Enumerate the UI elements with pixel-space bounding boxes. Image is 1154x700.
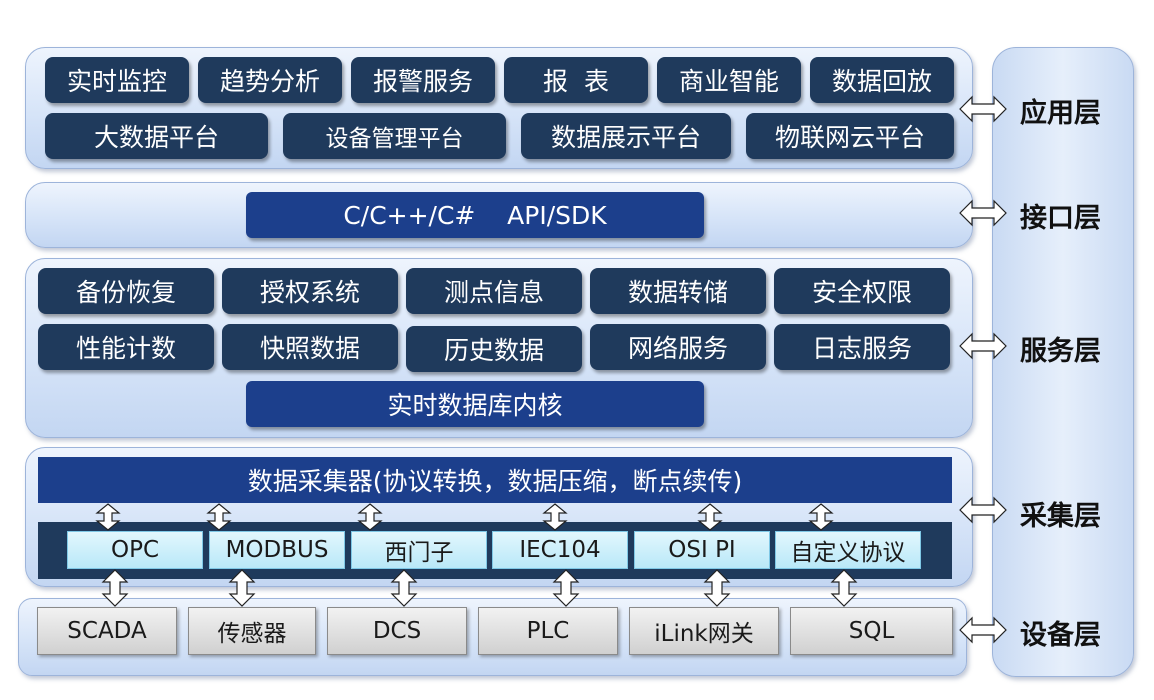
app-item-alarm-service: 报警服务 xyxy=(351,57,495,103)
service-item-network-service: 网络服务 xyxy=(590,324,766,370)
app-item-report: 报 表 xyxy=(504,57,648,103)
service-item-performance-counter: 性能计数 xyxy=(38,324,214,370)
layer-label-interface: 接口层 xyxy=(1020,203,1101,234)
device-scada: SCADA xyxy=(37,607,177,655)
double-arrow-vertical-icon xyxy=(228,569,256,607)
app-item-data-playback: 数据回放 xyxy=(810,57,954,103)
double-arrow-vertical-icon xyxy=(101,569,129,607)
double-arrow-vertical-icon xyxy=(357,503,383,531)
layer-label-application: 应用层 xyxy=(1020,98,1101,129)
api-sdk-box: C/C++/C# API/SDK xyxy=(246,192,704,238)
protocol-osi-pi: OSI PI xyxy=(634,531,770,569)
double-arrow-vertical-icon xyxy=(697,503,723,531)
protocol-iec104: IEC104 xyxy=(492,531,628,569)
double-arrow-horizontal-icon xyxy=(959,332,1007,360)
service-item-tag-info: 测点信息 xyxy=(406,268,582,314)
double-arrow-vertical-icon xyxy=(830,569,858,607)
device-dcs: DCS xyxy=(327,607,467,655)
app-item-device-management-platform: 设备管理平台 xyxy=(283,113,506,159)
double-arrow-vertical-icon xyxy=(542,503,568,531)
realtime-db-kernel-box: 实时数据库内核 xyxy=(246,381,704,427)
layer-label-device: 设备层 xyxy=(1020,620,1101,651)
double-arrow-vertical-icon xyxy=(206,503,232,531)
device-sql: SQL xyxy=(790,607,953,655)
double-arrow-horizontal-icon xyxy=(959,496,1007,524)
double-arrow-vertical-icon xyxy=(390,569,418,607)
data-collector-bar: 数据采集器(协议转换，数据压缩，断点续传) xyxy=(38,457,952,503)
service-item-security: 安全权限 xyxy=(774,268,950,314)
service-item-data-dump: 数据转储 xyxy=(590,268,766,314)
layer-label-column xyxy=(992,47,1134,677)
service-item-backup-restore: 备份恢复 xyxy=(38,268,214,314)
app-item-data-display-platform: 数据展示平台 xyxy=(521,113,731,159)
device-ilink-gateway: iLink网关 xyxy=(629,607,779,655)
device-sensor: 传感器 xyxy=(188,607,316,655)
double-arrow-horizontal-icon xyxy=(959,616,1007,644)
service-item-authorization: 授权系统 xyxy=(222,268,398,314)
double-arrow-vertical-icon xyxy=(95,503,121,531)
service-item-history-data: 历史数据 xyxy=(406,326,582,372)
device-plc: PLC xyxy=(478,607,618,655)
layer-label-service: 服务层 xyxy=(1020,336,1101,367)
app-item-business-intelligence: 商业智能 xyxy=(657,57,801,103)
layer-label-collection: 采集层 xyxy=(1020,501,1101,532)
app-item-realtime-monitor: 实时监控 xyxy=(45,57,189,103)
protocol-siemens: 西门子 xyxy=(351,531,487,569)
double-arrow-horizontal-icon xyxy=(959,199,1007,227)
double-arrow-vertical-icon xyxy=(703,569,731,607)
double-arrow-vertical-icon xyxy=(808,503,834,531)
app-item-iot-cloud-platform: 物联网云平台 xyxy=(746,113,954,159)
app-item-big-data-platform: 大数据平台 xyxy=(45,113,268,159)
protocol-opc: OPC xyxy=(67,531,203,569)
protocol-modbus: MODBUS xyxy=(209,531,345,569)
service-item-log-service: 日志服务 xyxy=(774,324,950,370)
service-item-snapshot-data: 快照数据 xyxy=(222,324,398,370)
double-arrow-horizontal-icon xyxy=(959,95,1007,123)
protocol-custom: 自定义协议 xyxy=(775,531,921,569)
double-arrow-vertical-icon xyxy=(552,569,580,607)
app-item-trend-analysis: 趋势分析 xyxy=(198,57,342,103)
